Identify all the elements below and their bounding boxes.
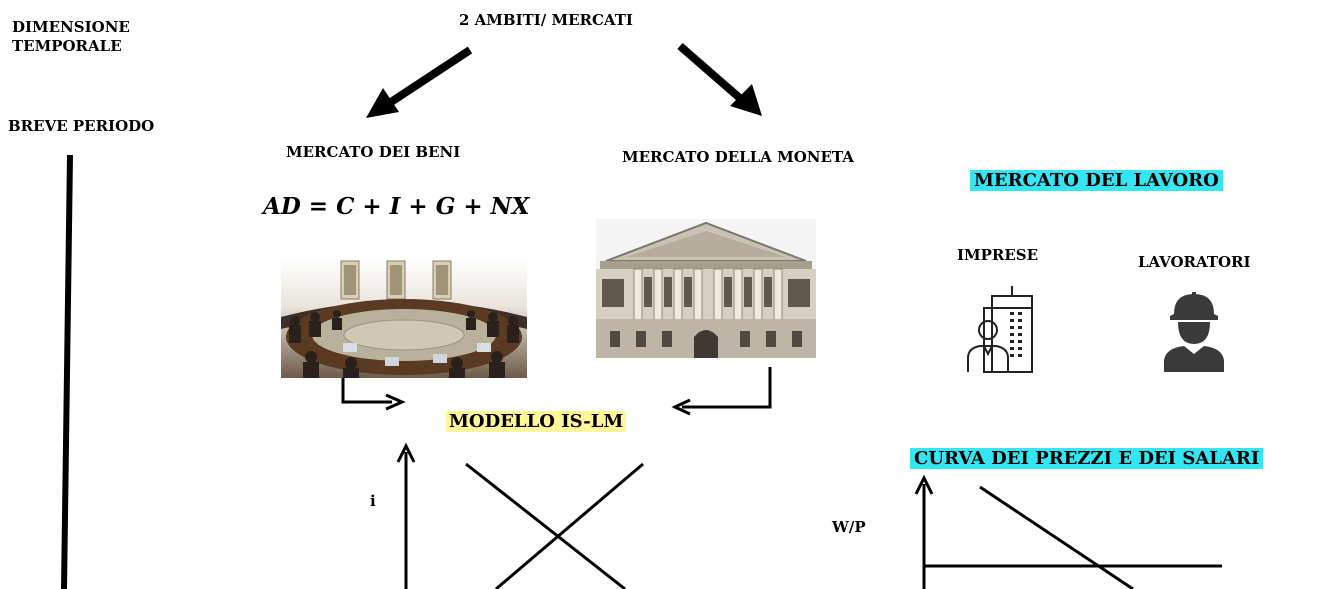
- labour-market-label: MERCATO DEL LAVORO: [970, 170, 1223, 193]
- arrow-to-goods-market: [366, 46, 473, 118]
- goods-market-label: MERCATO DEI BENI: [286, 143, 461, 161]
- islm-label-text: MODELLO IS-LM: [446, 411, 627, 432]
- wage-setting-curve: [979, 485, 1134, 589]
- short-period-label: BREVE PERIODO: [8, 117, 155, 135]
- central-bank-photo: [596, 219, 816, 358]
- council-meeting-photo: [281, 259, 527, 378]
- arrow-money-to-islm: [671, 367, 772, 416]
- money-market-label: MERCATO DELLA MONETA: [622, 148, 854, 166]
- islm-label: MODELLO IS-LM: [446, 411, 627, 434]
- time-dimension-heading-line2: TEMPORALE: [12, 36, 122, 55]
- wage-price-y-axis-label: W/P: [832, 518, 866, 536]
- time-dimension-heading-line1: DIMENSIONE: [12, 18, 130, 36]
- worker-helmet-icon: [1164, 292, 1224, 372]
- time-dimension-heading: DIMENSIONE TEMPORALE: [12, 18, 130, 56]
- markets-title: 2 AMBITI/ MERCATI: [459, 11, 633, 29]
- wage-price-label: CURVA DEI PREZZI E DEI SALARI: [910, 448, 1264, 471]
- time-axis-line: [61, 154, 73, 589]
- arrow-goods-to-islm: [341, 370, 406, 411]
- office-building-person-icon: [967, 286, 1033, 373]
- lm-curve: [495, 462, 644, 589]
- is-curve: [465, 462, 626, 589]
- arrow-to-money-market: [677, 42, 762, 116]
- labour-market-label-text: MERCATO DEL LAVORO: [970, 170, 1223, 191]
- islm-y-axis-label: i: [370, 492, 376, 510]
- wage-price-label-text: CURVA DEI PREZZI E DEI SALARI: [910, 448, 1264, 469]
- aggregate-demand-equation: AD = C + I + G + NX: [263, 193, 530, 220]
- islm-y-axis: [396, 442, 416, 589]
- wage-price-y-axis: [914, 474, 934, 589]
- firms-label: IMPRESE: [957, 246, 1039, 264]
- workers-label: LAVORATORI: [1138, 253, 1251, 271]
